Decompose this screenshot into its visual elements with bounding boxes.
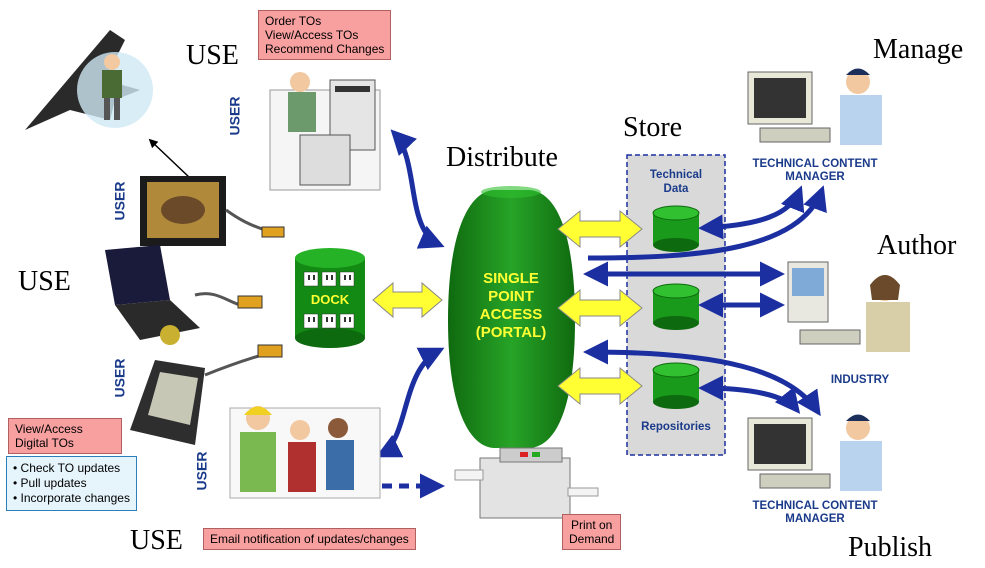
workstation-user-icon [269,72,381,191]
yellow-arrow-repo-2 [557,288,643,328]
print-on-demand-line-1: Print on [571,518,613,532]
use-label-bottom: USE [130,525,183,556]
technical-data-label: Technical Data [630,168,722,196]
dock-label: DOCK [310,292,350,307]
use-label-top: USE [186,40,239,71]
user-label-1: USER [226,96,243,136]
user-label-2: USER [111,181,128,221]
store-label: Store [623,112,683,143]
blue-arrow-tcm-2 [587,185,827,261]
tcm-bottom-caption-line-1: TECHNICAL CONTENT [752,500,878,512]
stealth-bomber-airman-icon [25,30,153,130]
tcm-top-caption-line-2: MANAGER [785,171,845,183]
distribute-label: Distribute [446,142,558,173]
view-access-line-1: View/Access [15,422,83,436]
tcm-bottom-icon [747,414,882,491]
publish-label: Publish [848,532,933,563]
blue-arrow-user-top [390,129,445,249]
pda-icon [130,344,283,445]
check-updates-box: • Check TO updates • Pull updates • Inco… [6,456,137,511]
tcm-bottom-caption: TECHNICAL CONTENT MANAGER [735,500,895,526]
email-notification-box: Email notification of updates/changes [203,528,416,550]
check-updates-line-3: • Incorporate changes [13,491,130,505]
user-label-4: USER [193,451,210,491]
check-updates-line-1: • Check TO updates [13,461,121,475]
manage-label: Manage [873,34,964,65]
repositories-label: Repositories [641,421,711,433]
technical-data-line-1: Technical [649,169,703,181]
portal-line-4: (PORTAL) [475,324,547,341]
print-on-demand-line-2: Demand [569,532,615,546]
portal-line-2: POINT [488,288,534,305]
order-tos-line-1: Order TOs [265,14,322,28]
field-workers-icon [229,406,381,499]
tcm-top-caption-line-1: TECHNICAL CONTENT [752,158,878,170]
printer-icon [454,447,599,519]
industry-caption: INDUSTRY [830,374,890,386]
repository-cylinder-3 [652,362,700,409]
portal-line-1: SINGLE [483,270,539,287]
portal-label: SINGLE POINT ACCESS (PORTAL) [452,270,570,342]
use-label-middle: USE [18,266,71,297]
user-label-3: USER [111,358,128,398]
blue-arrow-user-bottom [375,347,445,458]
author-label: Author [877,230,957,261]
yellow-arrow-dock-portal [372,281,443,319]
black-arrow-monitor-airman [148,138,191,179]
view-access-line-2: Digital TOs [15,436,74,450]
portal-cylinder [448,186,575,448]
blue-arrow-pub-2 [698,375,801,414]
tcm-bottom-caption-line-2: MANAGER [785,513,845,525]
check-updates-line-2: • Pull updates [13,476,87,490]
blue-arrow-tcm-1 [698,185,805,240]
view-access-box: View/Access Digital TOs [8,418,122,454]
order-tos-line-2: View/Access TOs [265,28,359,42]
portal-line-3: ACCESS [479,306,543,323]
technical-data-line-2: Data [663,183,689,195]
dock-cylinder [295,248,365,348]
author-industry-icon [787,261,910,352]
tcm-top-caption: TECHNICAL CONTENT MANAGER [735,158,895,184]
yellow-arrow-repo-1 [557,209,643,249]
repository-cylinder-1 [652,205,700,252]
laptop-icon [105,245,263,345]
order-tos-box: Order TOs View/Access TOs Recommend Chan… [258,10,392,60]
blue-arrow-pub-1 [583,339,821,417]
repository-cylinder-2 [652,283,700,330]
monitor-image-icon [140,176,285,246]
order-tos-line-3: Recommend Changes [265,42,385,56]
tcm-top-icon [747,68,882,145]
print-on-demand-box: Print on Demand [562,514,622,550]
